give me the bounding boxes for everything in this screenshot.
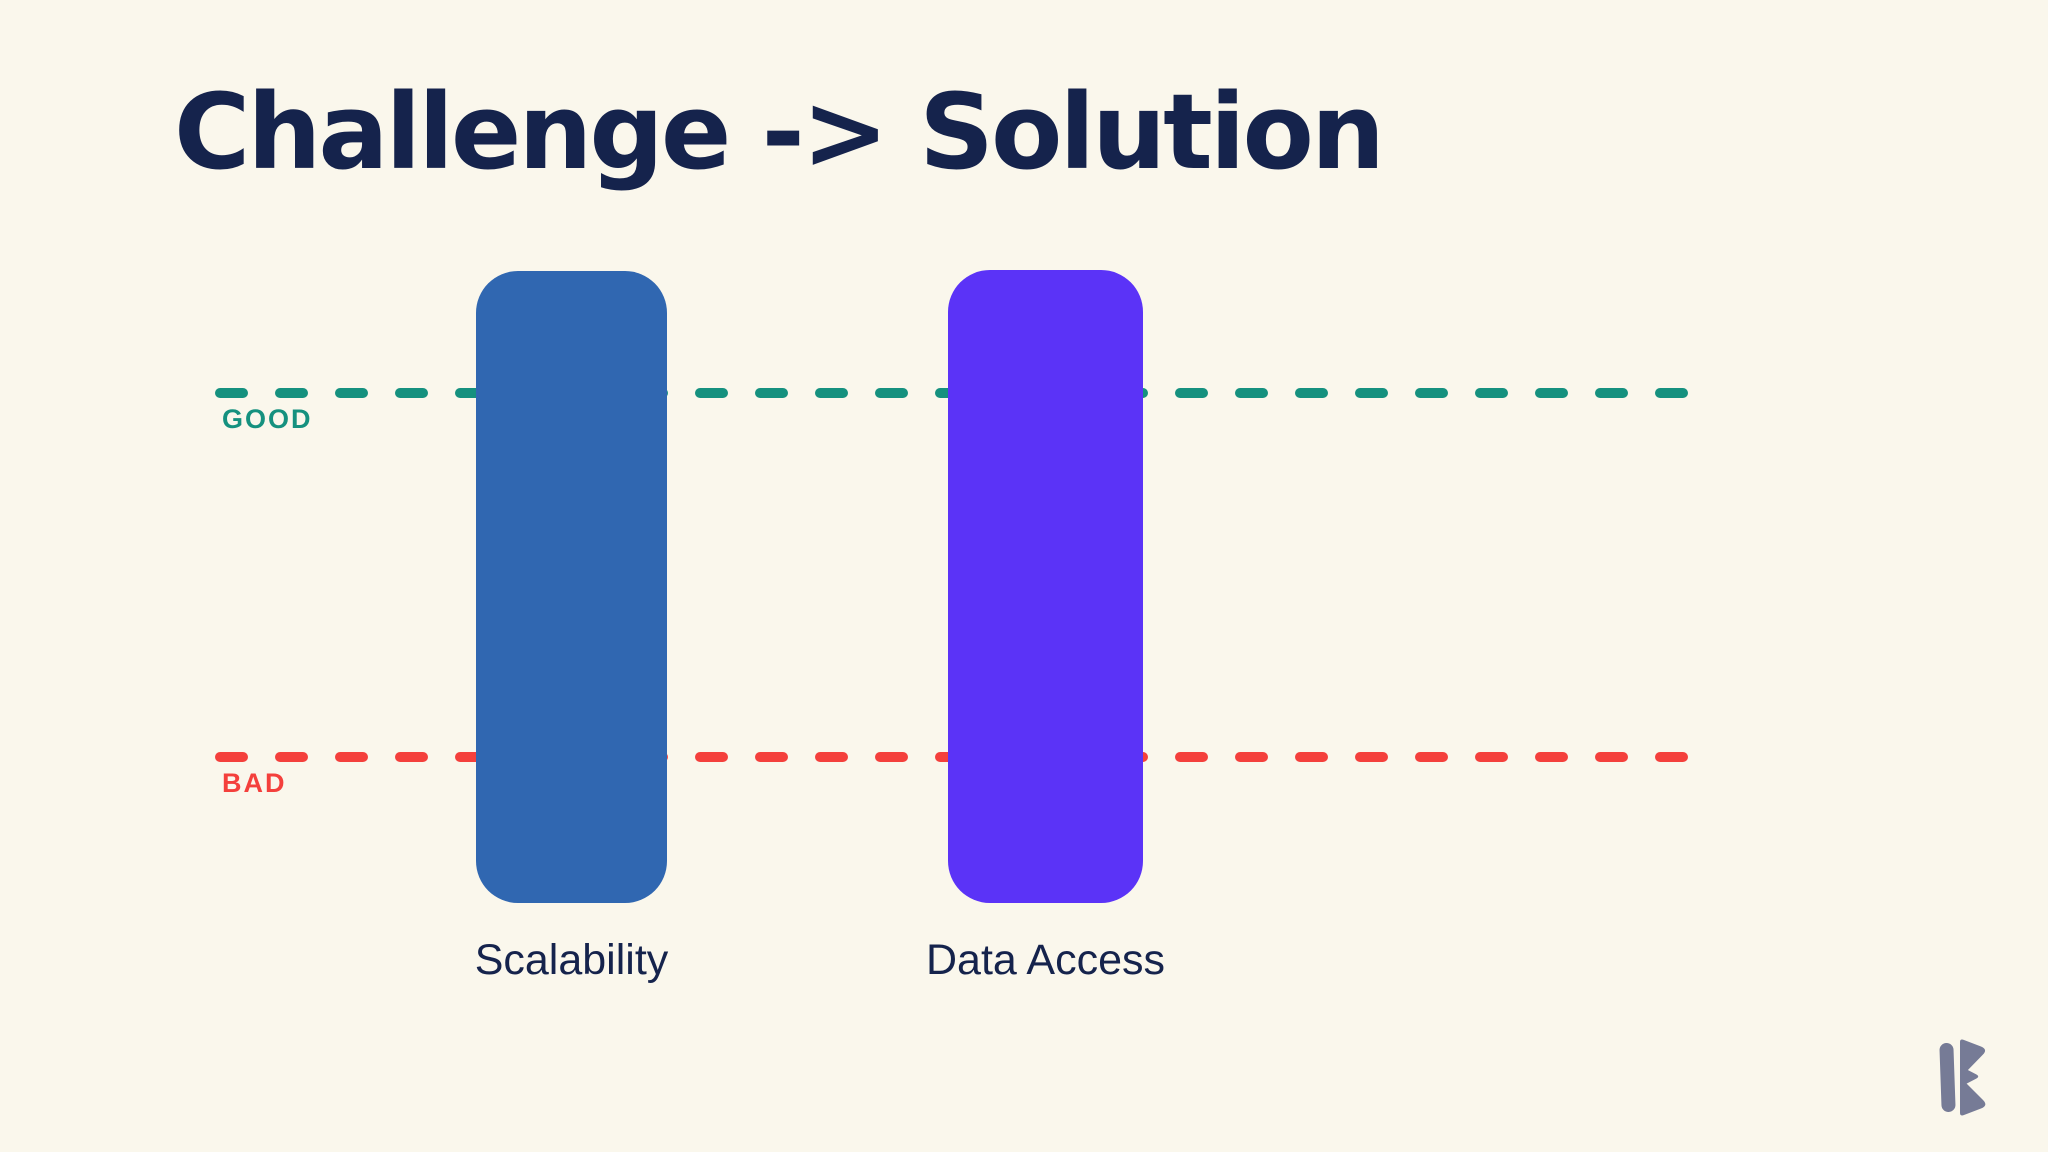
bar-scalability — [476, 271, 667, 903]
bar-data-access — [948, 270, 1143, 903]
bad-label: BAD — [222, 768, 287, 798]
bar-label-data-access: Data Access — [926, 936, 1165, 984]
page-title: Challenge -> Solution — [174, 71, 1385, 193]
bar-label-scalability: Scalability — [474, 936, 669, 984]
good-label: GOOD — [222, 404, 313, 434]
play-b-logo-icon — [1939, 1039, 1986, 1116]
